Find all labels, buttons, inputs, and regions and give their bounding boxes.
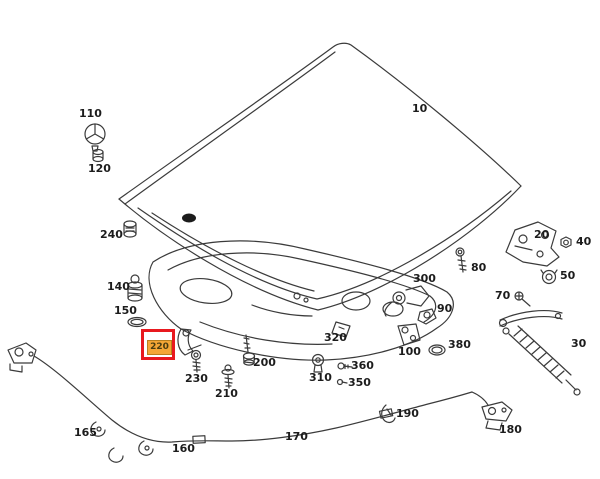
screw-70 <box>514 291 531 307</box>
part-label-90: 90 <box>437 302 453 315</box>
part-label-70: 70 <box>495 289 511 302</box>
part-label-40: 40 <box>576 235 592 248</box>
part-label-20: 20 <box>534 228 550 241</box>
part-label-150: 150 <box>114 304 137 317</box>
highlighted-part-220: 220 <box>147 340 172 355</box>
rivet-350 <box>336 378 348 386</box>
seal-ring-380 <box>428 344 446 356</box>
stud-200 <box>242 334 256 366</box>
part-label-210: 210 <box>215 387 238 400</box>
part-label-100: 100 <box>398 345 421 358</box>
emblem-star-110 <box>84 123 106 152</box>
seal-ring-150 <box>127 316 147 328</box>
part-label-300: 300 <box>413 272 436 285</box>
part-label-310: 310 <box>309 371 332 384</box>
grommet-310 <box>311 353 325 373</box>
hood-latch-300 <box>384 285 430 317</box>
part-label-240: 240 <box>100 228 123 241</box>
clip-240 <box>123 220 137 238</box>
part-label-30: 30 <box>571 337 587 350</box>
part-label-80: 80 <box>471 261 487 274</box>
part-label-110: 110 <box>79 107 102 120</box>
hinge-20 <box>505 221 560 267</box>
part-label-320: 320 <box>324 331 347 344</box>
part-label-180: 180 <box>499 423 522 436</box>
clip-190 <box>381 404 396 424</box>
part-label-200: 200 <box>253 356 276 369</box>
part-label-230: 230 <box>185 372 208 385</box>
bracket-100 <box>397 323 421 346</box>
hood-inner-panel <box>148 240 454 361</box>
bolt-210 <box>221 364 235 389</box>
hinge-arm <box>498 309 563 328</box>
part-label-120: 120 <box>88 162 111 175</box>
highlight-box: 220 <box>141 329 175 360</box>
screw-360 <box>337 362 353 370</box>
gas-strut-30 <box>502 325 581 396</box>
part-label-165: 165 <box>74 426 97 439</box>
part-label-160: 160 <box>172 442 195 455</box>
bolt-230 <box>190 349 202 373</box>
grommet-50 <box>540 269 558 285</box>
clip-160 <box>108 440 154 463</box>
nut-40 <box>560 236 572 249</box>
clip-165 <box>90 421 106 437</box>
part-label-50: 50 <box>560 269 576 282</box>
part-label-10: 10 <box>412 102 428 115</box>
lock-left <box>7 342 37 373</box>
part-label-350: 350 <box>348 376 371 389</box>
part-label-190: 190 <box>396 407 419 420</box>
bolt-80 <box>455 247 467 273</box>
part-label-380: 380 <box>448 338 471 351</box>
part-label-170: 170 <box>285 430 308 443</box>
bumper-140 <box>127 274 143 302</box>
striker-320 <box>331 321 351 338</box>
part-label-140: 140 <box>107 280 130 293</box>
part-label-360: 360 <box>351 359 374 372</box>
grommet-120 <box>92 148 104 163</box>
bracket-90 <box>417 308 437 325</box>
hood-panel <box>118 42 522 311</box>
lock-180 <box>481 401 513 431</box>
release-cable-170 <box>33 355 489 444</box>
